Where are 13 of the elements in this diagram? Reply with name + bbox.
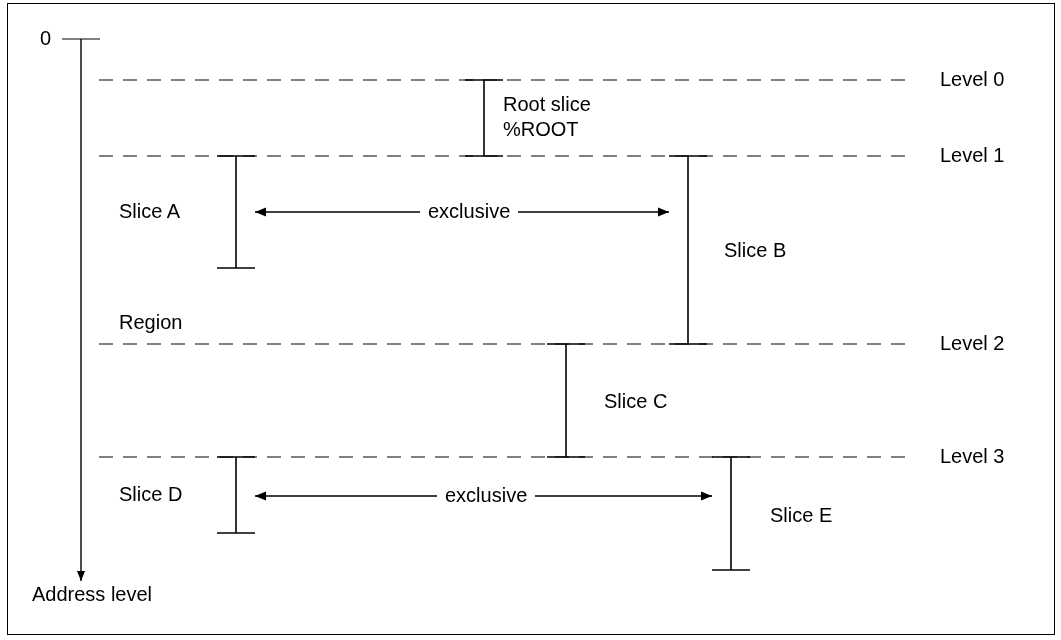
slice-label: Root slice %ROOT bbox=[503, 92, 592, 142]
level-label: Level 1 bbox=[940, 143, 1005, 168]
slice-label: Slice B bbox=[724, 238, 787, 263]
level-label: Region bbox=[119, 310, 183, 335]
axis-title: Address level bbox=[32, 582, 153, 607]
slice-label: Slice A bbox=[119, 199, 181, 224]
level-label: Level 2 bbox=[940, 331, 1005, 356]
level-label: Level 3 bbox=[940, 444, 1005, 469]
slice-label: Slice D bbox=[119, 482, 183, 507]
slice-label: Slice C bbox=[604, 389, 668, 414]
axis-origin-label: 0 bbox=[40, 26, 52, 51]
slice-label: Slice E bbox=[770, 503, 833, 528]
level-label: Level 0 bbox=[940, 67, 1005, 92]
